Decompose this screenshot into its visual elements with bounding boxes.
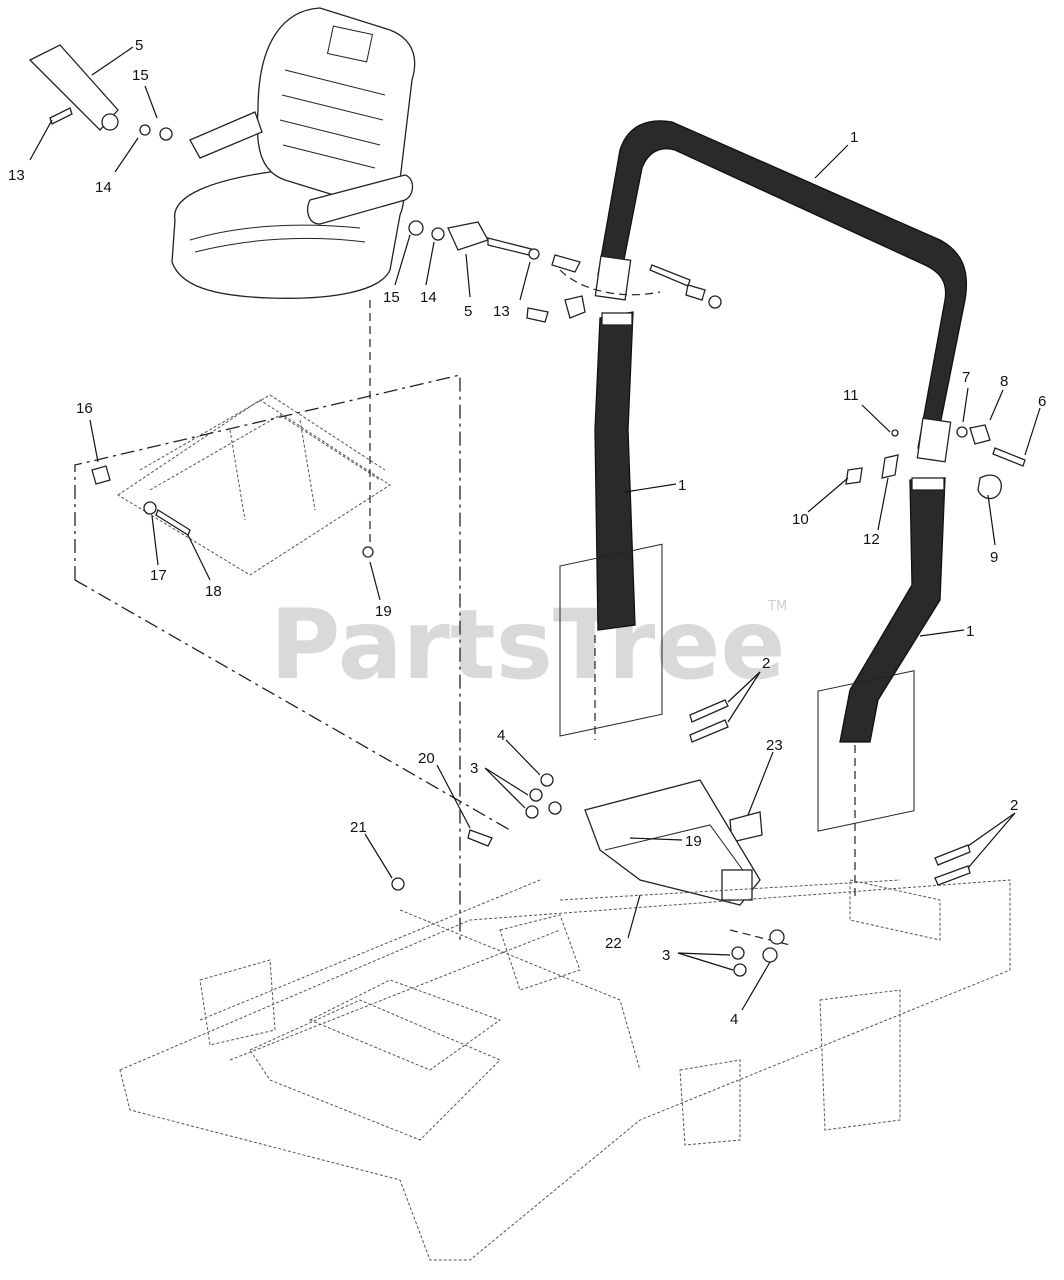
watermark-trademark: TM	[767, 599, 787, 614]
callout-16: 16	[76, 400, 93, 417]
callout-labels: 5 15 13 14 15 14 5 13 1 1 1 16 17 18 19 …	[8, 37, 1046, 1028]
callout-22: 22	[605, 935, 622, 952]
roll-bar-lower-left	[594, 311, 636, 631]
callout-13: 13	[493, 303, 510, 320]
decal-box-right	[817, 670, 915, 832]
callout-9: 9	[990, 549, 998, 566]
roll-bar-lower-right	[839, 477, 946, 743]
callout-1: 1	[678, 477, 686, 494]
callout-20: 20	[418, 750, 435, 767]
callout-2: 2	[1010, 797, 1018, 814]
callout-2: 2	[762, 655, 770, 672]
callout-17: 17	[150, 567, 167, 584]
callout-8: 8	[1000, 373, 1008, 390]
callout-19: 19	[375, 603, 392, 620]
watermark-text: PartsTree	[270, 589, 785, 701]
callout-3: 3	[470, 760, 478, 777]
callout-11: 11	[843, 387, 859, 404]
callout-15: 15	[132, 67, 149, 84]
callout-5: 5	[135, 37, 143, 54]
callout-4: 4	[497, 727, 505, 744]
callout-21: 21	[350, 819, 367, 836]
seat-switch-left	[28, 44, 173, 141]
callout-3: 3	[662, 947, 670, 964]
callout-12: 12	[863, 531, 880, 548]
callout-18: 18	[205, 583, 222, 600]
seat-assembly	[171, 7, 416, 299]
callout-1: 1	[966, 623, 974, 640]
callout-19: 19	[685, 833, 702, 850]
mount-hardware	[391, 699, 971, 977]
seat-switch-right	[408, 220, 540, 260]
callout-13: 13	[8, 167, 25, 184]
rollbar-hardware-right	[845, 424, 1026, 500]
rollbar-hardware-left	[526, 254, 722, 323]
seat-plate	[91, 394, 391, 576]
callout-5: 5	[464, 303, 472, 320]
callout-1: 1	[850, 129, 858, 146]
callout-23: 23	[766, 737, 783, 754]
leader-lines	[29, 46, 1041, 1011]
callout-15: 15	[383, 289, 400, 306]
construction-lines	[74, 300, 856, 946]
main-frame	[119, 879, 1011, 1261]
callout-14: 14	[420, 289, 437, 306]
decal-box-left	[559, 543, 663, 737]
callout-7: 7	[962, 369, 970, 386]
callout-4: 4	[730, 1011, 738, 1028]
callout-6: 6	[1038, 393, 1046, 410]
callout-14: 14	[95, 179, 112, 196]
rollbar-mount-bracket	[584, 779, 761, 906]
roll-bar-upper	[594, 120, 968, 463]
callout-10: 10	[792, 511, 809, 528]
